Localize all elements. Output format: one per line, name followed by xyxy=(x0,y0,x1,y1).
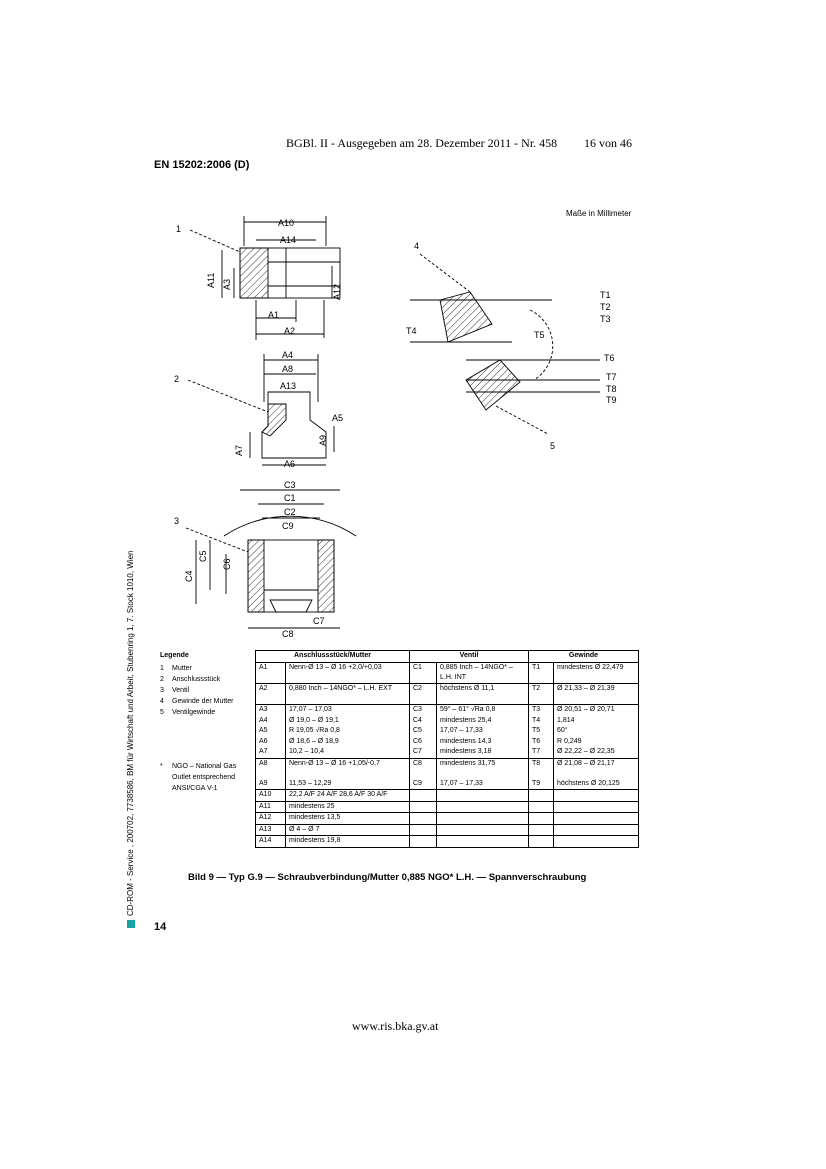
label-c5: C5 xyxy=(198,550,208,562)
label-a11: A11 xyxy=(206,273,216,288)
callout-5: 5 xyxy=(550,441,555,451)
label-t1: T1 xyxy=(600,290,611,300)
label-t9: T9 xyxy=(606,395,617,405)
label-a3: A3 xyxy=(222,279,232,290)
label-t5: T5 xyxy=(534,330,545,340)
label-c1: C1 xyxy=(284,493,296,503)
table-header-row: Anschlussstück/Mutter Ventil Gewinde xyxy=(255,650,639,663)
label-c9: C9 xyxy=(282,521,294,531)
label-t8: T8 xyxy=(606,384,617,394)
table-header: Anschlussstück/Mutter xyxy=(255,650,410,663)
label-a14: A14 xyxy=(280,235,296,245)
label-a13: A13 xyxy=(280,381,296,391)
label-c4: C4 xyxy=(184,570,194,582)
label-c2: C2 xyxy=(284,507,296,517)
document-id: EN 15202:2006 (D) xyxy=(154,159,250,171)
label-a5: A5 xyxy=(332,413,343,423)
callout-3: 3 xyxy=(174,516,179,526)
label-a9: A9 xyxy=(318,435,328,446)
table-header: Ventil xyxy=(409,650,529,663)
label-t6: T6 xyxy=(604,353,615,363)
label-t4: T4 xyxy=(406,326,417,336)
label-a12: A12 xyxy=(332,284,342,300)
side-watermark: CD-ROM - Service , 200702, 7738586, BM f… xyxy=(126,550,135,928)
label-t3: T3 xyxy=(600,314,611,324)
legend-title: Legende xyxy=(160,652,189,659)
label-c8: C8 xyxy=(282,629,294,639)
label-c6: C6 xyxy=(222,558,232,570)
callout-2: 2 xyxy=(174,374,179,384)
label-c3: C3 xyxy=(284,480,296,490)
label-a4: A4 xyxy=(282,350,293,360)
footer-url: www.ris.bka.gv.at xyxy=(352,1019,439,1033)
header-title: BGBl. II - Ausgegeben am 28. Dezember 20… xyxy=(286,136,558,150)
table-header: Gewinde xyxy=(528,650,639,663)
legend-note: *NGO – National Gas Outlet entsprechend … xyxy=(160,763,237,792)
label-a8: A8 xyxy=(282,364,293,374)
label-c7: C7 xyxy=(313,616,325,626)
label-a1: A1 xyxy=(268,310,279,320)
side-text: CD-ROM - Service , 200702, 7738586, BM f… xyxy=(126,550,135,916)
callout-4: 4 xyxy=(414,241,419,251)
header-page-count: 16 von 46 xyxy=(584,136,632,150)
label-a10: A10 xyxy=(278,218,294,228)
label-t2: T2 xyxy=(600,302,611,312)
label-t7: T7 xyxy=(606,372,617,382)
label-a2: A2 xyxy=(284,326,295,336)
units-note: Maße in Millimeter xyxy=(566,209,632,218)
page-number: 14 xyxy=(154,921,167,933)
callout-1: 1 xyxy=(176,224,181,234)
figure-caption: Bild 9 — Typ G.9 — Schraubverbindung/Mut… xyxy=(188,872,587,883)
cd-rom-logo-icon xyxy=(126,920,135,928)
label-a7: A7 xyxy=(234,445,244,456)
label-a6: A6 xyxy=(284,459,295,469)
